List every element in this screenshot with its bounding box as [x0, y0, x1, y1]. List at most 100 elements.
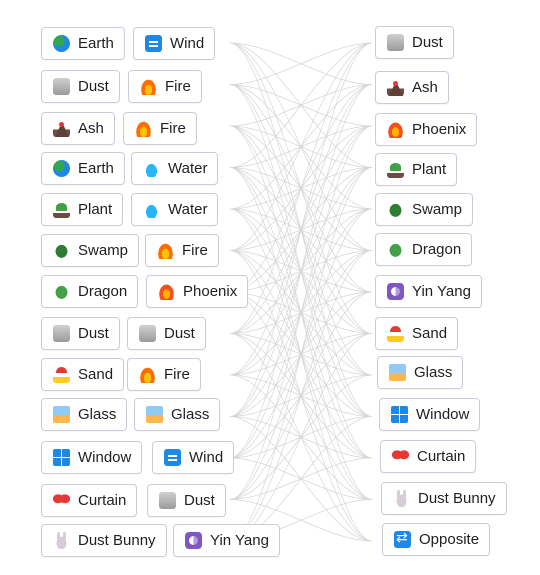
recipe-row-12-second[interactable]: Dust: [147, 484, 226, 517]
recipe-row-2-first[interactable]: Dust: [41, 70, 120, 103]
result-swamp[interactable]: Swamp: [375, 193, 474, 226]
chip-label: Window: [416, 406, 470, 423]
result-plant[interactable]: Plant: [375, 153, 458, 186]
recipe-row-11-first[interactable]: Window: [41, 441, 143, 474]
chip-label: Water: [168, 201, 208, 218]
result-ash[interactable]: Ash: [375, 71, 449, 104]
connection-line-18: [229, 42, 373, 168]
chip-label: Swamp: [78, 242, 129, 259]
result-phoenix[interactable]: Phoenix: [375, 113, 478, 146]
connection-line-77: [229, 250, 373, 542]
glass-icon: [146, 406, 163, 423]
recipe-row-10-second[interactable]: Glass: [134, 398, 221, 431]
chip-label: Dragon: [78, 283, 128, 300]
recipe-row-9-second[interactable]: Fire: [127, 358, 201, 391]
chip-label: Phoenix: [412, 121, 467, 138]
recipe-row-5-first[interactable]: Plant: [41, 193, 124, 226]
result-glass[interactable]: Glass: [377, 356, 464, 389]
chip-label: Dust: [184, 492, 215, 509]
recipe-row-4-first[interactable]: Earth: [41, 152, 125, 185]
recipe-row-6-second[interactable]: Fire: [145, 234, 219, 267]
phoenix-icon: [158, 283, 175, 300]
chip-label: Window: [78, 449, 132, 466]
chip-label: Ash: [78, 120, 104, 137]
result-dust[interactable]: Dust: [375, 26, 454, 59]
connection-line-6: [229, 42, 373, 85]
chip-label: Plant: [78, 201, 113, 218]
chip-label: Glass: [414, 364, 453, 381]
dust-bunny-icon: [393, 490, 410, 507]
result-yin-yang[interactable]: Yin Yang: [375, 275, 482, 308]
recipe-row-4-second[interactable]: Water: [131, 152, 219, 185]
plant-icon: [387, 161, 404, 178]
chip-label: Dust: [412, 34, 443, 51]
recipe-row-5-second[interactable]: Water: [131, 193, 219, 226]
connection-line-31: [229, 42, 373, 251]
recipe-row-6-first[interactable]: Swamp: [41, 234, 140, 267]
recipe-row-1-first[interactable]: Earth: [41, 27, 125, 60]
chip-label: Glass: [78, 406, 117, 423]
chip-label: Ash: [412, 79, 438, 96]
chip-label: Earth: [78, 35, 114, 52]
connection-line-78: [229, 333, 373, 542]
recipe-row-13-second[interactable]: Yin Yang: [173, 524, 280, 557]
result-curtain[interactable]: Curtain: [380, 440, 477, 473]
result-sand[interactable]: Sand: [375, 317, 459, 350]
chip-label: Swamp: [412, 201, 463, 218]
chip-label: Water: [168, 160, 208, 177]
recipe-row-8-second[interactable]: Dust: [127, 317, 206, 350]
chip-label: Sand: [78, 366, 114, 383]
result-dust-bunny[interactable]: Dust Bunny: [381, 482, 507, 515]
yin-yang-icon: [387, 283, 404, 300]
result-opposite[interactable]: Opposite: [382, 523, 491, 556]
recipe-row-7-first[interactable]: Dragon: [41, 275, 139, 308]
sand-icon: [387, 325, 404, 342]
recipe-row-13-first[interactable]: Dust Bunny: [41, 524, 167, 557]
recipe-row-11-second[interactable]: Wind: [152, 441, 235, 474]
chip-label: Dust Bunny: [418, 490, 496, 507]
recipe-row-1-second[interactable]: Wind: [133, 27, 216, 60]
dust-icon: [159, 492, 176, 509]
recipe-row-7-second[interactable]: Phoenix: [146, 275, 249, 308]
result-dragon[interactable]: Dragon: [375, 233, 473, 266]
dust-icon: [387, 34, 404, 51]
dust-icon: [53, 325, 70, 342]
recipe-row-12-first[interactable]: Curtain: [41, 484, 138, 517]
recipe-row-9-first[interactable]: Sand: [41, 358, 125, 391]
chip-label: Yin Yang: [412, 283, 471, 300]
chip-label: Plant: [412, 161, 447, 178]
plant-icon: [53, 201, 70, 218]
connection-line-70: [229, 125, 373, 500]
dust-bunny-icon: [53, 532, 70, 549]
fire-icon: [140, 78, 157, 95]
recipe-row-2-second[interactable]: Fire: [128, 70, 202, 103]
connection-line-44: [229, 42, 373, 334]
earth-icon: [53, 160, 70, 177]
chip-label: Dust: [78, 325, 109, 342]
chip-label: Dust: [164, 325, 195, 342]
recipe-row-3-second[interactable]: Fire: [123, 112, 197, 145]
water-icon: [143, 201, 160, 218]
phoenix-icon: [387, 121, 404, 138]
chip-label: Opposite: [419, 531, 480, 548]
recipe-row-3-first[interactable]: Ash: [41, 112, 115, 145]
chip-label: Curtain: [78, 492, 127, 509]
recipe-row-10-first[interactable]: Glass: [41, 398, 128, 431]
chip-label: Dust: [78, 78, 109, 95]
ash-icon: [387, 79, 404, 96]
swamp-icon: [387, 201, 404, 218]
chip-label: Earth: [78, 160, 114, 177]
dust-icon: [53, 78, 70, 95]
result-window[interactable]: Window: [379, 398, 481, 431]
dust-icon: [139, 325, 156, 342]
fire-icon: [139, 366, 156, 383]
connection-line-76: [229, 167, 373, 542]
glass-icon: [389, 364, 406, 381]
chip-label: Fire: [182, 242, 208, 259]
curtain-icon: [392, 448, 409, 465]
recipe-row-8-first[interactable]: Dust: [41, 317, 120, 350]
wind-icon: [145, 35, 162, 52]
water-icon: [143, 160, 160, 177]
window-icon: [391, 406, 408, 423]
dragon-icon: [387, 241, 404, 258]
